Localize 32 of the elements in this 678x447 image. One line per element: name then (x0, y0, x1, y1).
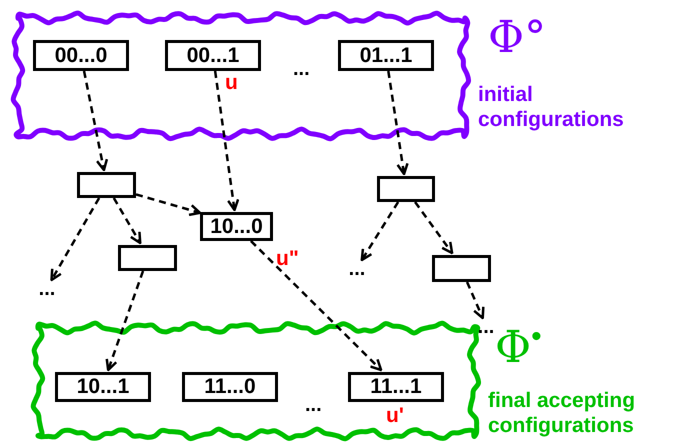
dashed-arrow (112, 197, 142, 244)
empty-state-box (118, 245, 177, 271)
dashed-arrow (50, 197, 100, 282)
ellipsis: ... (342, 262, 372, 278)
ellipsis: ... (32, 282, 62, 298)
state-variable-label: u (225, 72, 238, 94)
set-caption: final accepting configurations (488, 388, 636, 438)
dashed-arrow (387, 70, 409, 176)
configuration-box: 01...1 (338, 40, 434, 71)
set-caption: initial configurations (478, 82, 625, 132)
configuration-box: 11...0 (182, 372, 278, 402)
dashed-arrow (250, 240, 382, 372)
dashed-arrow (414, 201, 454, 254)
configuration-box: 00...1 (165, 40, 261, 71)
dashed-arrow (136, 193, 202, 216)
configuration-box: 00...0 (33, 40, 129, 71)
configuration-box: 10...0 (200, 212, 273, 241)
configuration-box: 10...1 (55, 372, 151, 402)
empty-state-box (77, 172, 136, 198)
configuration-box: 11...1 (348, 372, 444, 402)
ellipsis: ... (293, 62, 310, 76)
set-symbol: Φ° (488, 15, 546, 61)
dashed-arrow (106, 270, 144, 372)
dashed-arrow (214, 70, 240, 212)
empty-state-box (377, 176, 435, 202)
dashed-arrow (466, 282, 485, 320)
dashed-arrow (360, 201, 400, 262)
ellipsis: ... (305, 398, 322, 412)
empty-state-box (432, 255, 491, 282)
state-variable-label: u" (276, 248, 299, 270)
state-variable-label: u' (386, 405, 404, 427)
dashed-arrow (82, 70, 108, 172)
